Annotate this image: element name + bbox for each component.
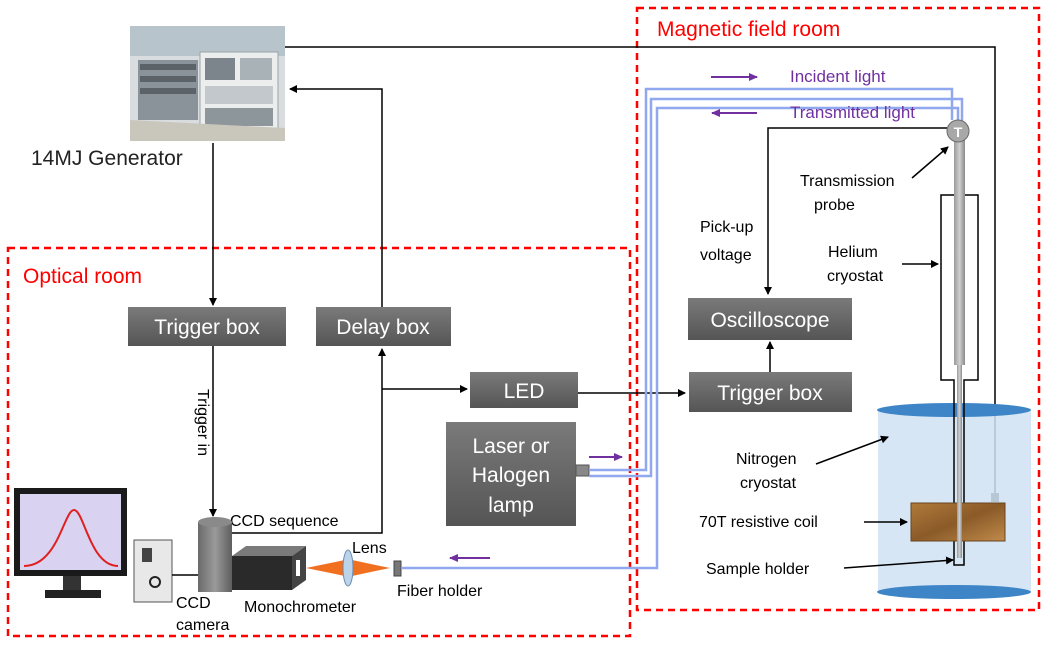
ccd-camera-label-1: CCD: [176, 595, 211, 612]
delay-box: Delay box: [316, 307, 451, 346]
ccd-camera-label-2: camera: [176, 617, 229, 634]
helium-cryostat: [940, 194, 979, 566]
ccd-camera-icon: [198, 517, 232, 592]
coil-label: 70T resistive coil: [699, 514, 818, 531]
computer-monitor-icon: [14, 488, 127, 598]
laser-box: Laser or Halogen lamp: [446, 422, 590, 526]
magnetic-room-label: Magnetic field room: [657, 18, 840, 41]
beam-left: [306, 560, 345, 576]
sample-holder-label: Sample holder: [706, 561, 810, 578]
transmission-probe-label-1: Transmission: [800, 173, 895, 190]
magnetic-room-border: [635, 6, 1041, 612]
transmitted-fiber-a: [589, 97, 964, 478]
pickup-label-2: voltage: [700, 247, 752, 264]
laser-label-3: lamp: [488, 494, 534, 517]
trigger-in-label: Trigger in: [194, 389, 211, 456]
ccd-sequence-line: [232, 348, 386, 534]
monochromator-label: Monochrometer: [244, 599, 357, 616]
trigger-box-left-label: Trigger box: [154, 316, 260, 339]
delay-to-generator-arrow: [289, 85, 383, 307]
trigger-box-right: Trigger box: [689, 372, 852, 412]
oscilloscope-label: Oscilloscope: [710, 309, 829, 332]
led-label: LED: [504, 380, 545, 403]
pickup-voltage-line: [764, 127, 947, 295]
probe-head-icon: [946, 119, 970, 143]
laser-label-1: Laser or: [472, 435, 549, 458]
probe-symbol: T: [954, 124, 963, 140]
generator-label: 14MJ Generator: [31, 147, 183, 170]
transmitted-fiber: [402, 106, 960, 570]
computer-tower-icon: [133, 539, 173, 603]
fiber-holder-icon: [393, 560, 402, 577]
fiber-holder-label: Fiber holder: [397, 583, 483, 600]
incident-light-label: Incident light: [790, 67, 886, 86]
nitrogen-pointer: [815, 435, 889, 465]
oscilloscope-box: Oscilloscope: [688, 298, 852, 340]
lens-icon: [342, 549, 354, 587]
generator-to-coil-line: [285, 46, 996, 498]
led-box: LED: [470, 372, 578, 408]
helium-label-2: cryostat: [827, 268, 884, 285]
helium-label-1: Helium: [828, 244, 878, 261]
ccd-sequence-label: CCD sequence: [230, 513, 339, 530]
optical-room-label: Optical room: [23, 265, 142, 288]
laser-label-2: Halogen: [472, 464, 550, 487]
delay-box-label: Delay box: [336, 316, 430, 339]
transmission-probe-label-2: probe: [814, 197, 855, 214]
generator-photo: [130, 26, 285, 141]
nitrogen-label-2: cryostat: [740, 475, 797, 492]
transmitted-light-label: Transmitted light: [790, 103, 915, 122]
monochromator-icon: [232, 546, 306, 590]
trigger-box-left: Trigger box: [128, 307, 286, 346]
trigger-box-right-label: Trigger box: [717, 382, 823, 405]
pickup-label-1: Pick-up: [700, 219, 753, 236]
nitrogen-label-1: Nitrogen: [736, 451, 796, 468]
transmission-probe: [954, 140, 965, 365]
sample-holder-pointer: [843, 556, 954, 569]
lens-label: Lens: [352, 540, 387, 557]
probe-pointer: [911, 146, 949, 179]
probe-stem: [957, 365, 962, 558]
beam-right: [352, 560, 390, 576]
optical-room-border: [6, 246, 632, 638]
